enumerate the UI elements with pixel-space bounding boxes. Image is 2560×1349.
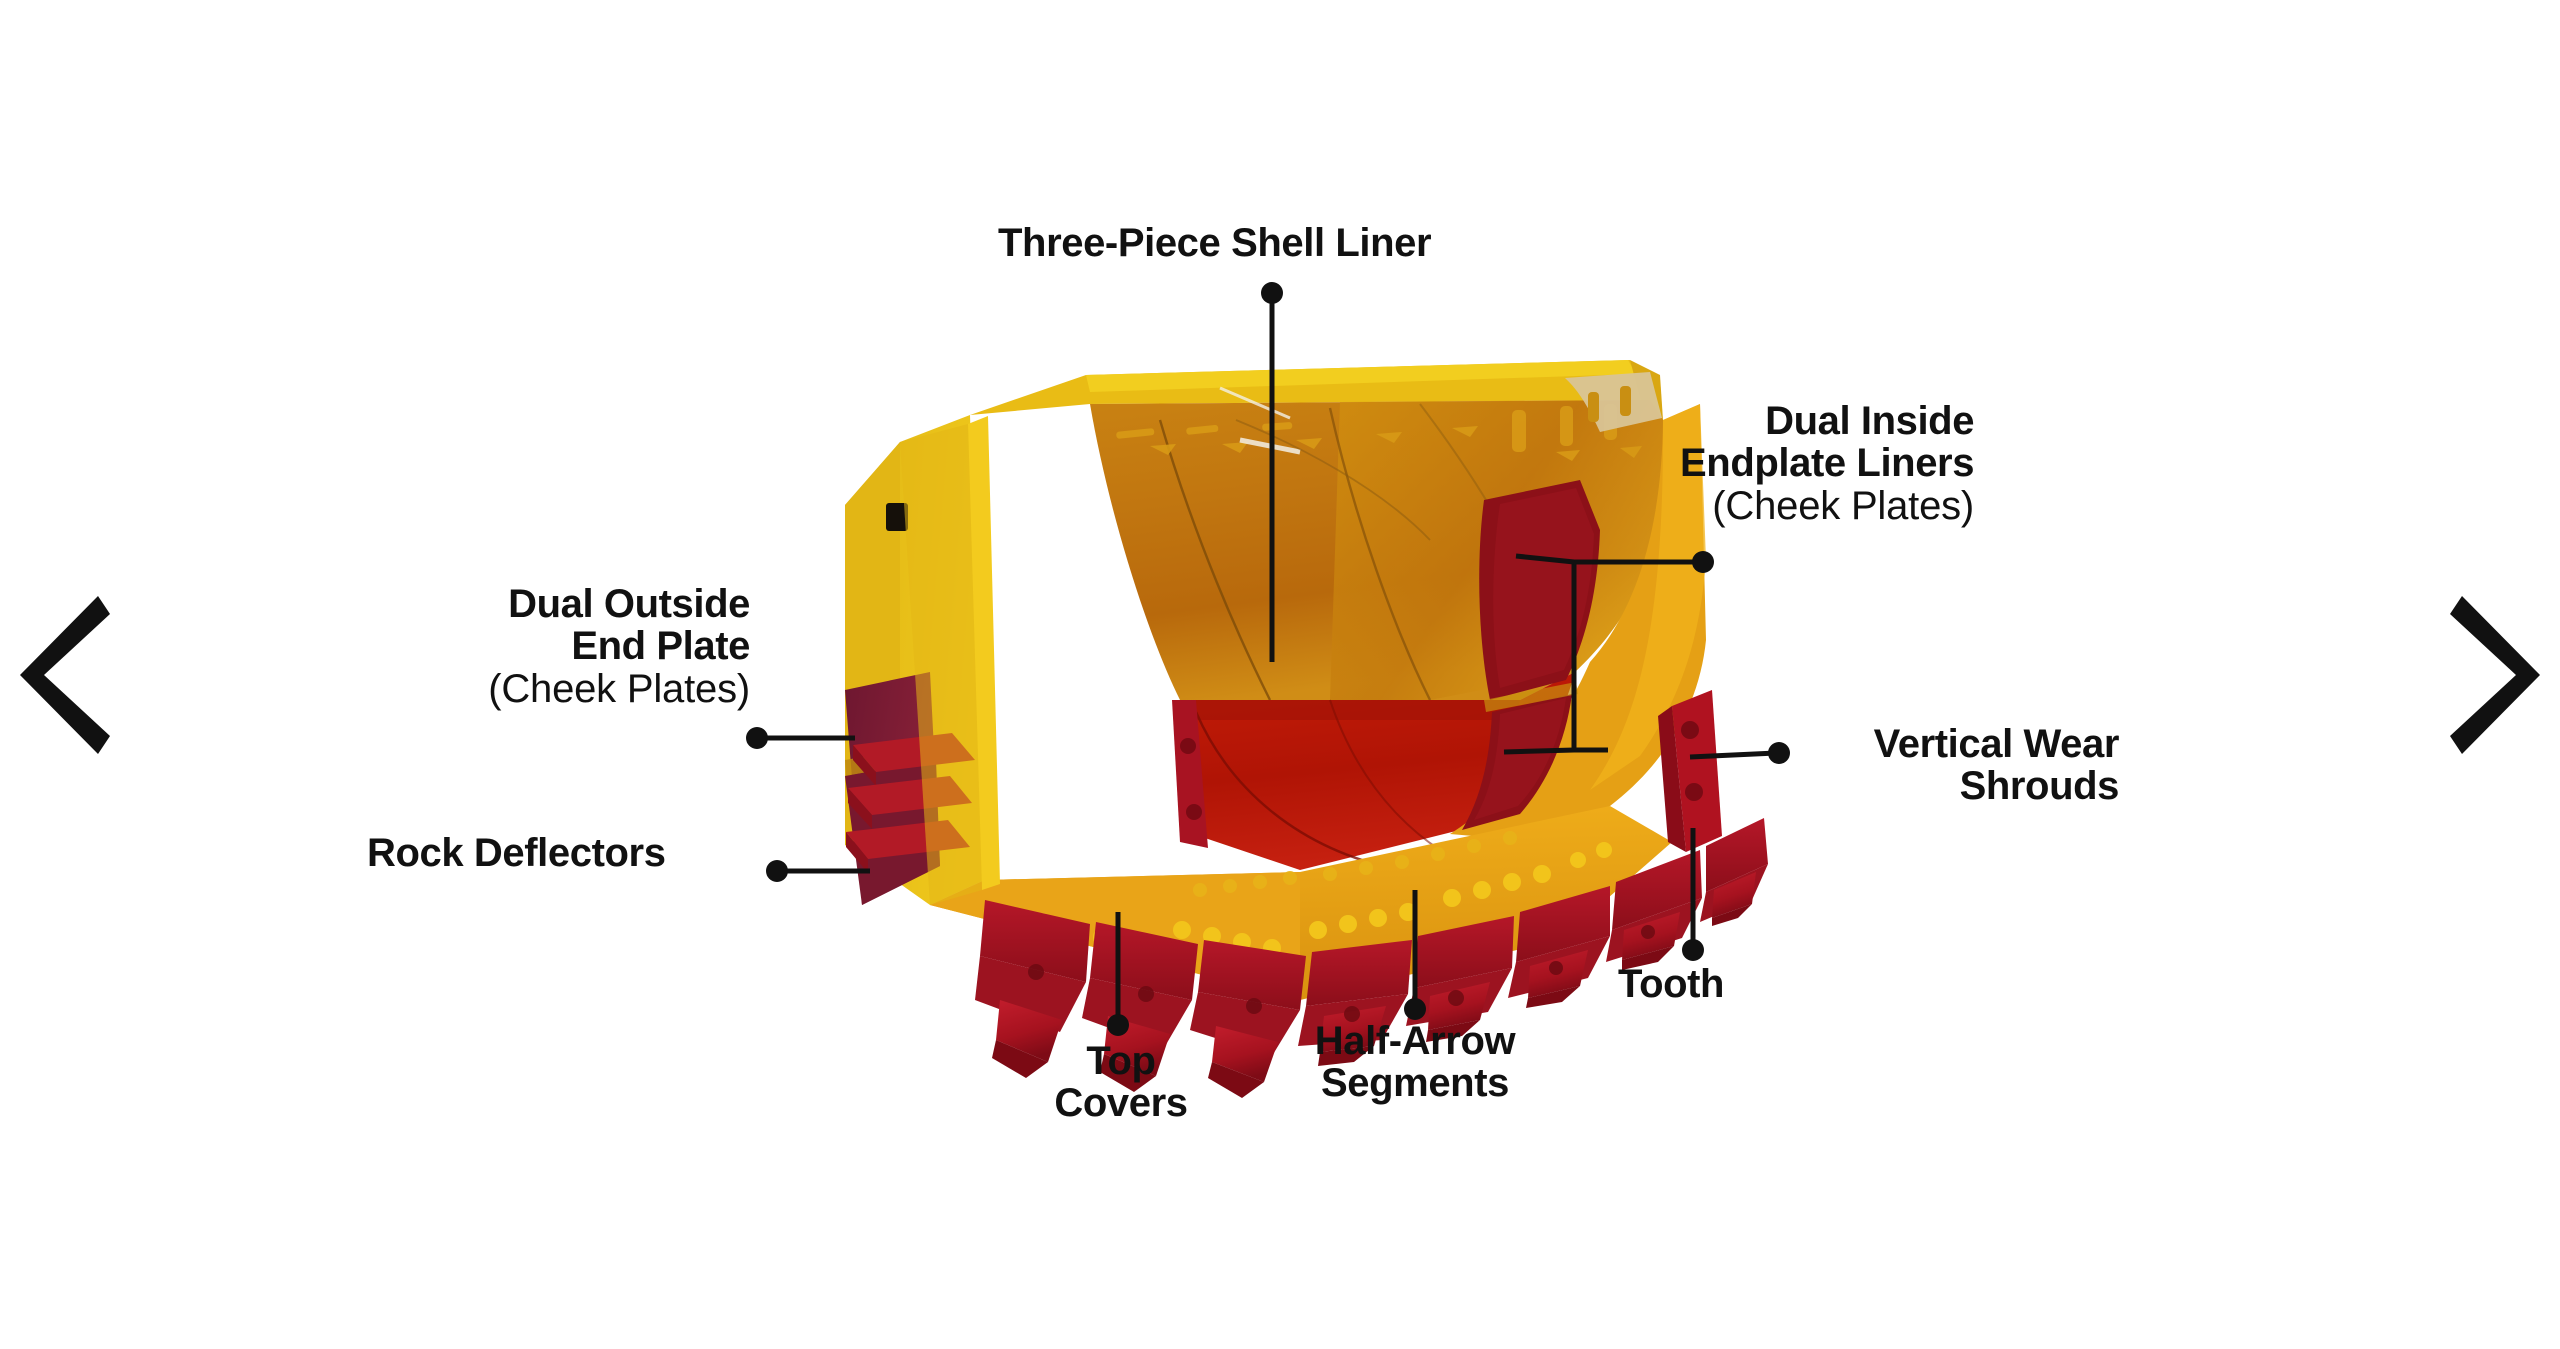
callout-three-piece-shell-liner: Three-Piece Shell Liner (998, 221, 1432, 265)
callout-rock-deflectors: Rock Deflectors (367, 831, 666, 875)
callout-line: (Cheek Plates) (1712, 483, 1975, 528)
callout-line: Dual Outside (508, 582, 750, 626)
callout-line: Shrouds (1959, 764, 2120, 809)
chevron-left-icon[interactable] (20, 590, 110, 760)
callout-dual-inside-endplate-liners: Dual Inside Endplate Liners (Cheek Plate… (1680, 399, 1975, 528)
callout-vertical-wear-shrouds: Vertical Wear Shrouds (1783, 722, 2120, 809)
callout-line: Dual Inside (1765, 399, 1975, 443)
callout-dual-outside-end-plate: Dual Outside End Plate (Cheek Plates) (415, 582, 750, 711)
callout-line: Top (1086, 1039, 1156, 1083)
callout-line: Segments (1321, 1061, 1509, 1106)
carousel-next-button[interactable] (2440, 580, 2550, 770)
callout-line: Half-Arrow (1314, 1019, 1516, 1063)
callout-top-covers: Top Covers (1036, 1040, 1206, 1125)
callout-line: Vertical Wear (1873, 722, 2120, 766)
callout-tooth: Tooth (1618, 962, 1725, 1006)
callout-line: Three-Piece Shell Liner (998, 221, 1432, 265)
callout-half-arrow-segments: Half-Arrow Segments (1285, 1020, 1545, 1105)
callout-line: (Cheek Plates) (488, 666, 750, 711)
callout-line: Tooth (1618, 962, 1725, 1006)
callout-line: Rock Deflectors (367, 831, 666, 875)
callout-line: End Plate (571, 624, 750, 669)
callout-line: Covers (1054, 1081, 1188, 1126)
carousel-prev-button[interactable] (10, 580, 120, 770)
chevron-right-icon[interactable] (2450, 590, 2540, 760)
callout-line: Endplate Liners (1680, 441, 1975, 486)
